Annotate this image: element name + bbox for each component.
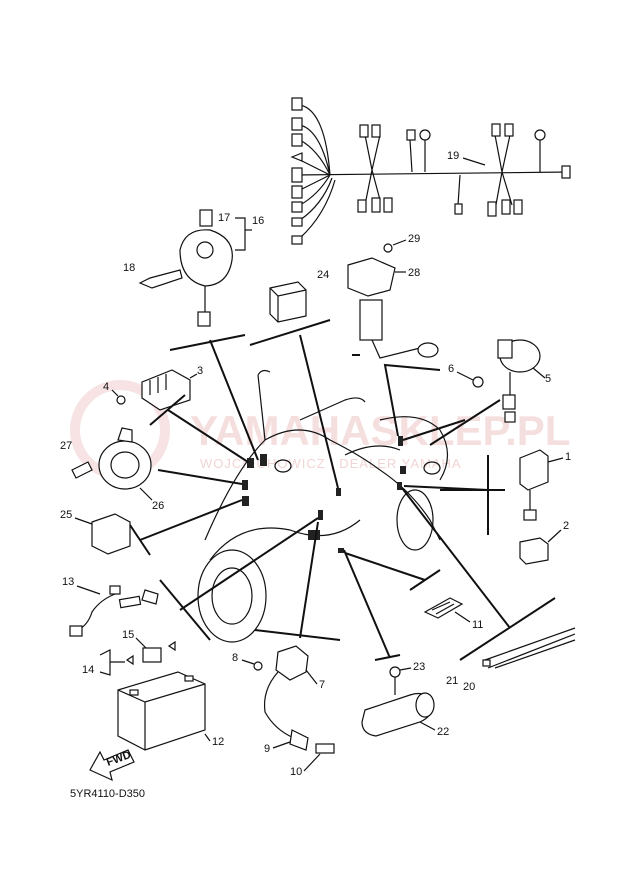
callout-16: 16 [252,215,264,227]
cdi-unit-part[interactable] [91,513,131,555]
callout-2: 2 [563,520,569,532]
leader-lines [129,319,556,661]
callout-20: 20 [463,681,475,693]
relay-part[interactable] [269,281,307,323]
fuse-holder-part[interactable] [69,585,176,666]
flasher-relay-part[interactable] [519,449,549,565]
callout-14: 14 [82,664,94,676]
main-switch-part[interactable] [138,209,252,327]
callout-15: 15 [122,629,134,641]
callout-6: 6 [448,363,454,375]
callout-22: 22 [437,726,449,738]
callout-5: 5 [545,373,551,385]
callout-21: 21 [446,675,458,687]
callout-18: 18 [123,262,135,274]
callout-4: 4 [103,381,109,393]
horn-part[interactable] [71,427,152,490]
callout-26: 26 [152,500,164,512]
callout-10: 10 [290,766,302,778]
battery-part[interactable] [117,671,206,751]
callout-3: 3 [197,365,203,377]
callout-7: 7 [319,679,325,691]
fwd-arrow-icon: FWD [89,749,135,782]
callout-25: 25 [60,509,72,521]
callout-29: 29 [408,233,420,245]
starter-motor-part[interactable] [361,666,435,737]
callout-27: 27 [60,440,72,452]
callout-8: 8 [232,652,238,664]
band-part[interactable] [482,627,576,669]
callout-19: 19 [447,150,459,162]
ignition-coil-part[interactable] [253,645,335,754]
callout-24: 24 [317,269,329,281]
callout-28: 28 [408,267,420,279]
scooter-frame [197,369,449,643]
callout-1: 1 [565,451,571,463]
wire-harness-part[interactable] [290,97,571,245]
callout-11: 11 [472,619,483,631]
diagram-code: 5YR4110-D350 [70,788,145,800]
callout-23: 23 [413,661,425,673]
callout-9: 9 [264,743,270,755]
starter-relay-part[interactable] [472,339,541,423]
fuel-sender-part[interactable] [347,243,439,359]
callout-17: 17 [218,212,230,224]
pad-part[interactable] [423,597,464,619]
callout-13: 13 [62,576,74,588]
callout-12: 12 [212,736,224,748]
